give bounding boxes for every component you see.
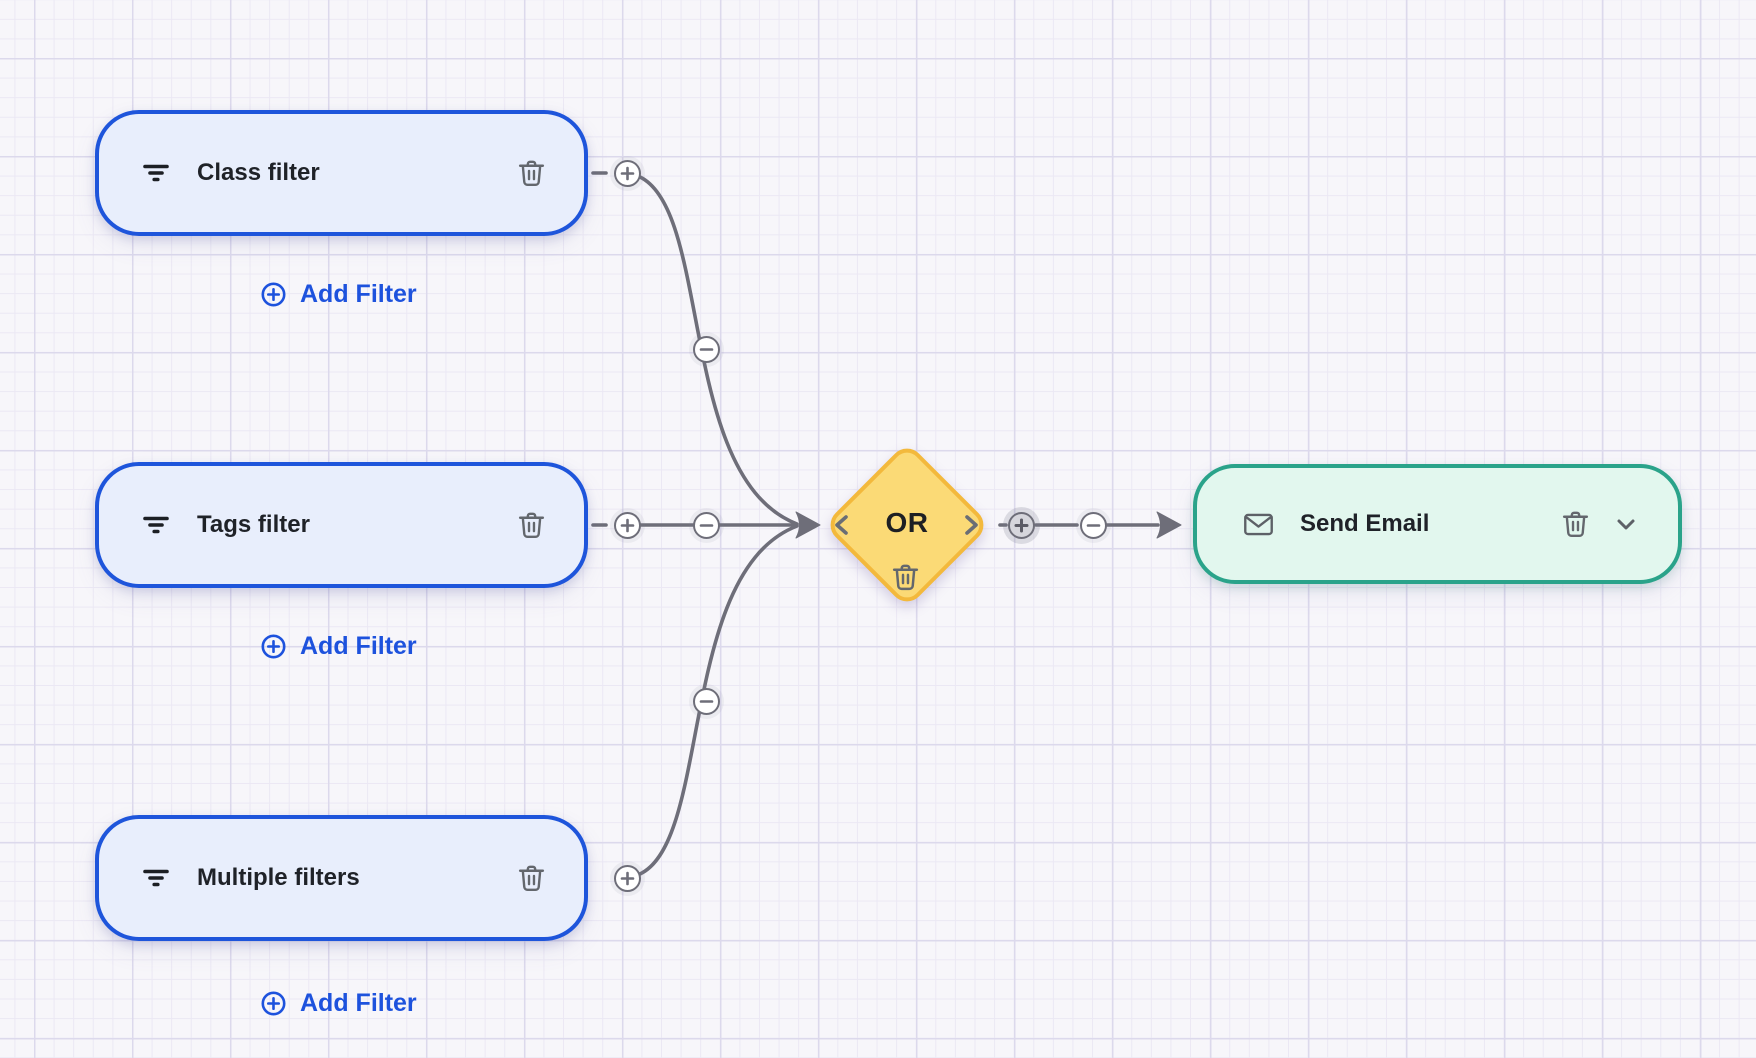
node-label: Tags filter — [197, 511, 310, 538]
chevron-down-icon[interactable] — [1612, 510, 1640, 538]
add-filter-button[interactable]: Add Filter — [260, 629, 417, 663]
node-send-email[interactable]: Send Email — [1193, 464, 1682, 584]
add-filter-label: Add Filter — [300, 631, 417, 660]
trash-icon[interactable] — [517, 158, 546, 189]
filter-icon — [141, 158, 171, 188]
or-operator-label: OR — [885, 507, 929, 538]
node-multiple-filters[interactable]: Multiple filters — [95, 815, 588, 941]
plus-circle-icon — [260, 633, 287, 660]
node-class-filter[interactable]: Class filter — [95, 110, 588, 236]
minus-circle-icon[interactable] — [692, 335, 720, 363]
plus-circle-icon[interactable] — [613, 159, 641, 187]
add-filter-label: Add Filter — [300, 988, 417, 1017]
trash-icon[interactable] — [517, 863, 546, 894]
minus-circle-icon[interactable] — [692, 687, 720, 715]
chevron-right-icon[interactable] — [958, 510, 984, 540]
mail-icon — [1243, 511, 1274, 538]
chevron-left-icon[interactable] — [829, 510, 855, 540]
add-filter-button[interactable]: Add Filter — [260, 277, 417, 311]
trash-icon[interactable] — [517, 510, 546, 541]
node-label: Class filter — [197, 159, 320, 186]
plus-circle-icon[interactable] — [613, 864, 641, 892]
filter-icon — [141, 863, 171, 893]
plus-circle-icon[interactable] — [1007, 511, 1035, 539]
trash-icon[interactable] — [891, 562, 920, 593]
add-filter-button[interactable]: Add Filter — [260, 986, 417, 1020]
node-tags-filter[interactable]: Tags filter — [95, 462, 588, 588]
filter-icon — [141, 510, 171, 540]
plus-circle-icon — [260, 990, 287, 1017]
trash-icon[interactable] — [1561, 509, 1590, 540]
node-label: Multiple filters — [197, 864, 360, 891]
minus-circle-icon[interactable] — [692, 511, 720, 539]
minus-circle-icon[interactable] — [1079, 511, 1107, 539]
plus-circle-icon — [260, 281, 287, 308]
arrowhead-icon — [1156, 511, 1182, 539]
arrowhead-icon — [795, 511, 821, 539]
node-label: Send Email — [1300, 510, 1430, 537]
add-filter-label: Add Filter — [300, 279, 417, 308]
plus-circle-icon[interactable] — [613, 511, 641, 539]
